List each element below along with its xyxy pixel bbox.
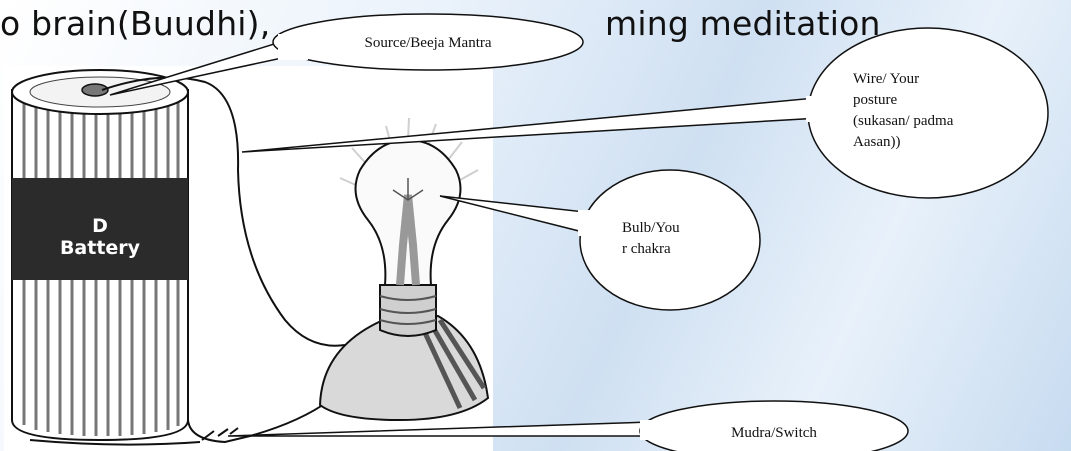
callout-wire: Wire/ Your posture (sukasan/ padma Aasan…	[241, 27, 1049, 199]
callout-bulb-label-1: Bulb/You	[622, 220, 680, 236]
battery-label-band	[12, 178, 188, 280]
callout-wire-label-2: posture	[853, 92, 898, 108]
battery-terminal	[81, 83, 109, 97]
bulb-illustration	[318, 138, 490, 422]
callout-switch-label: Mudra/Switch	[731, 425, 817, 441]
slide-text-left: o brain(Buudhi),	[0, 4, 271, 43]
battery-illustration: D Battery	[11, 69, 189, 442]
callout-wire-label-3: (sukasan/ padma	[853, 113, 954, 129]
callout-wire-label-1: Wire/ Your	[853, 71, 919, 87]
battery-label-battery: Battery	[60, 237, 141, 259]
callout-bulb: Bulb/You r chakra	[439, 169, 761, 311]
callout-source-label: Source/Beeja Mantra	[364, 35, 491, 51]
battery-label-d: D	[92, 215, 108, 237]
callout-source: Source/Beeja Mantra	[109, 13, 584, 96]
slide-text-line: o brain(Buudhi), ming meditation	[0, 4, 880, 43]
callout-wire-label-4: Aasan))	[853, 134, 900, 150]
callout-bulb-label-2: r chakra	[622, 241, 671, 257]
bulb-base	[318, 314, 490, 422]
slide-text-right: ming meditation	[605, 4, 881, 43]
callout-switch: Mudra/Switch	[227, 400, 909, 451]
